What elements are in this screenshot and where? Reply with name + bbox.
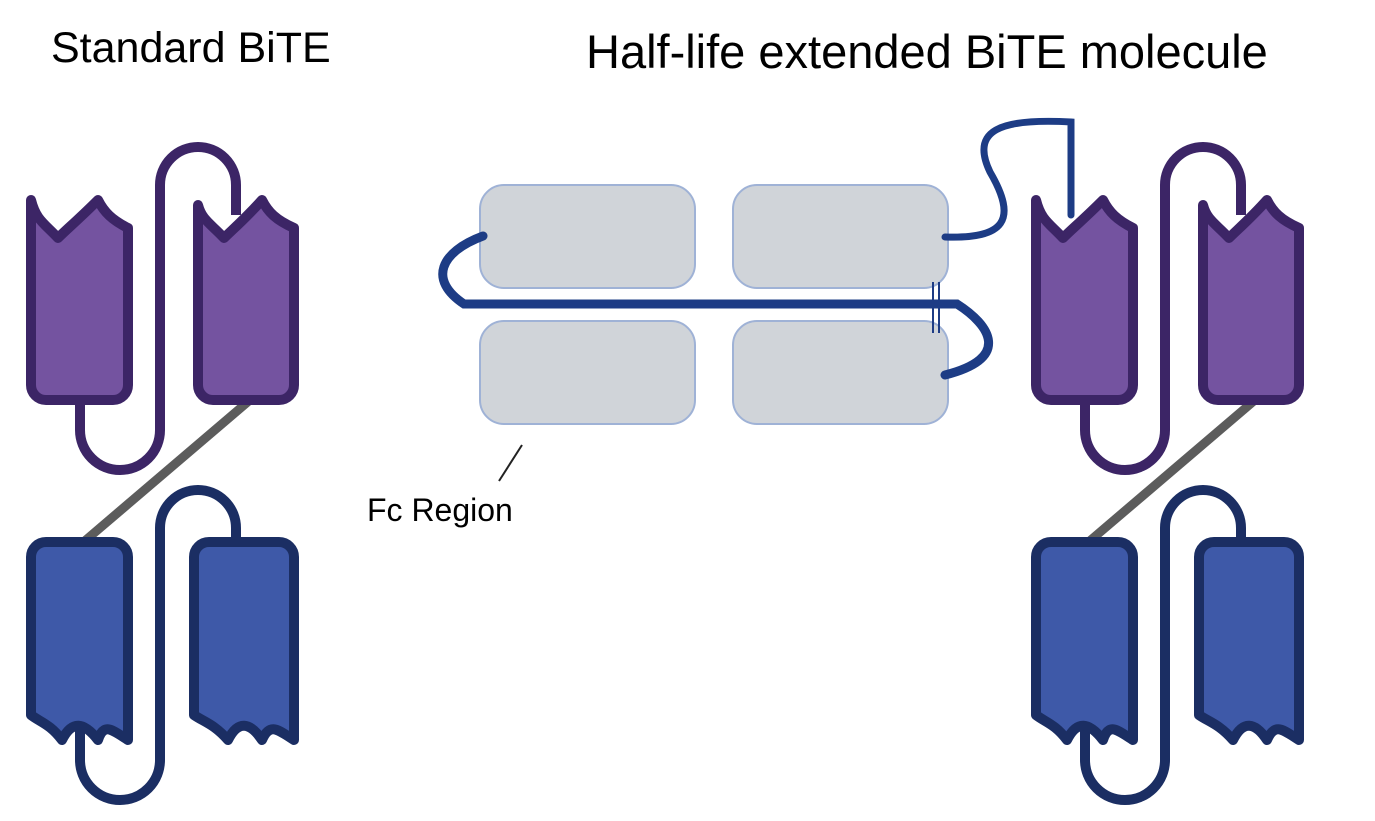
- standard-upper-domain-pair: [31, 147, 294, 470]
- title-half-life-extended-bite: Half-life extended BiTE molecule: [586, 25, 1268, 78]
- fc-region-pointer: [498, 444, 523, 482]
- standard-bite: [31, 147, 294, 800]
- fc-domain-bottom-left: [479, 320, 696, 425]
- fc-domain-top-left: [479, 184, 696, 289]
- fc-domain-top-right: [732, 184, 949, 289]
- title-standard-bite: Standard BiTE: [51, 24, 331, 72]
- fc-domain-bottom-right: [732, 320, 949, 425]
- fc-region-label: Fc Region: [367, 492, 513, 528]
- fc-linker-chain: [438, 231, 994, 380]
- extended-bite: [1036, 147, 1299, 800]
- extended-connector-linker: [1082, 396, 1258, 549]
- extended-lower-domain-pair: [1036, 490, 1299, 800]
- extended-upper-domain-pair: [1036, 147, 1299, 470]
- fc-region: Fc Region: [367, 117, 1075, 528]
- standard-lower-domain-pair: [31, 490, 294, 800]
- fc-to-bite-linker: [941, 117, 1075, 241]
- standard-connector-linker: [77, 396, 253, 549]
